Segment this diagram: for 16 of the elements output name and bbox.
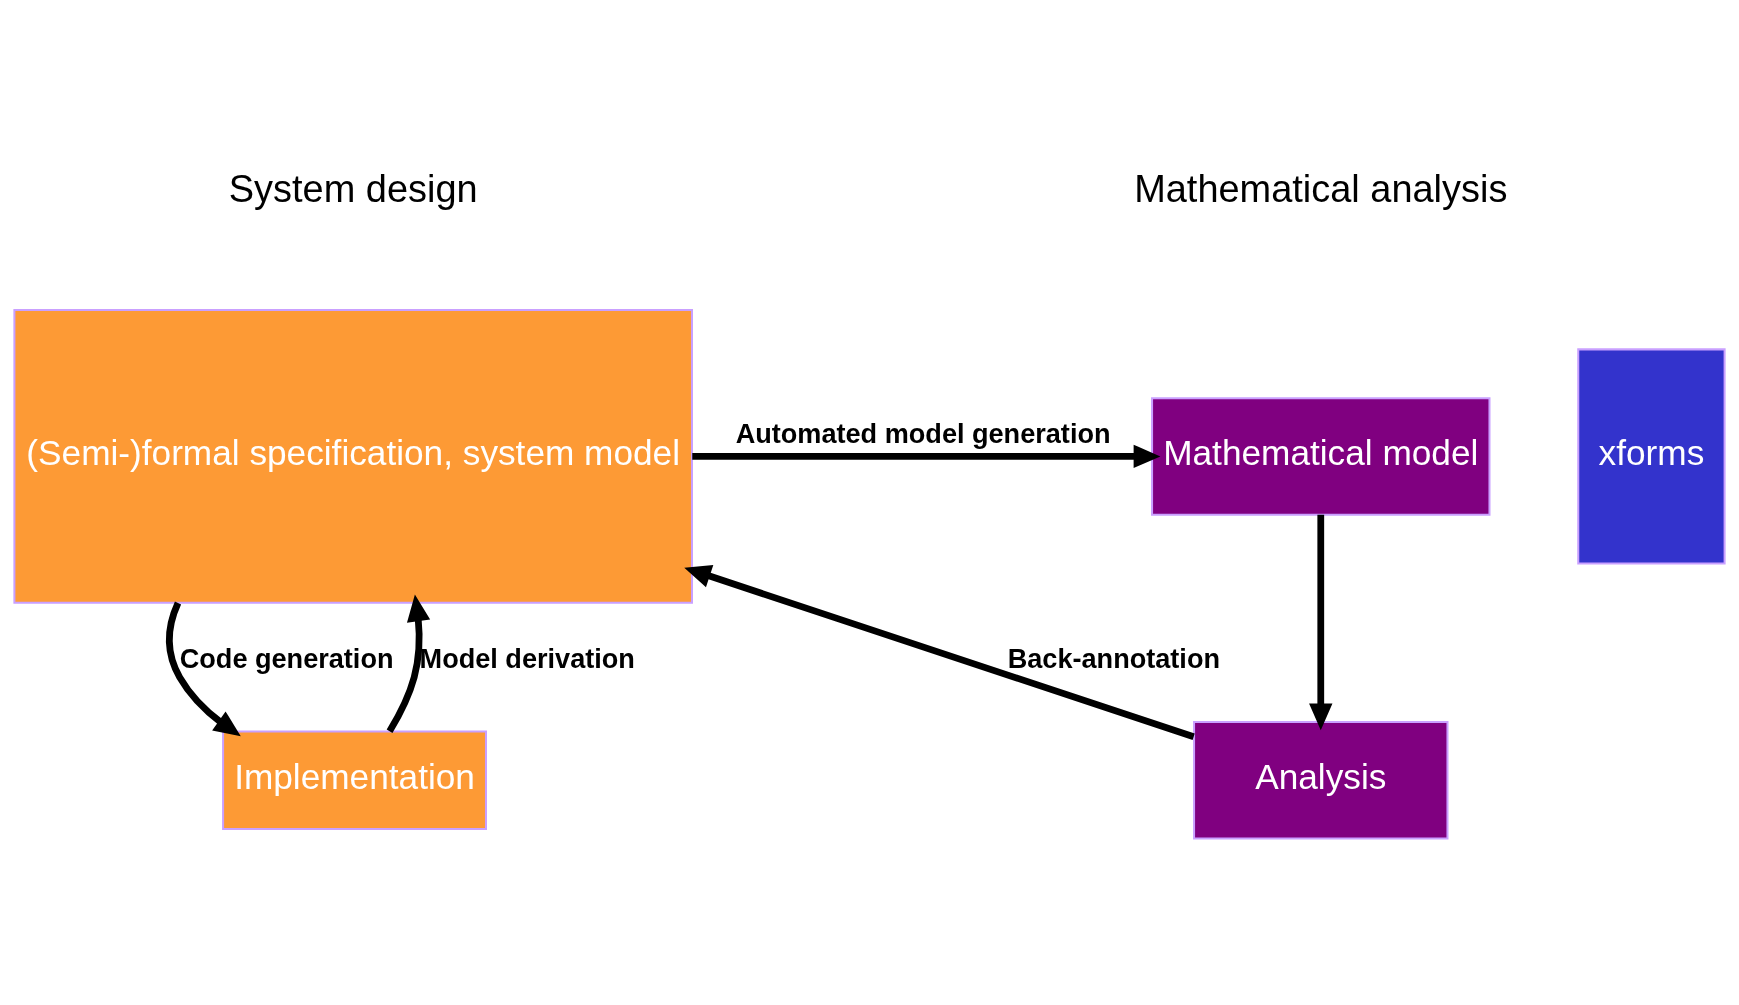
node-box: Analysis xyxy=(1193,721,1449,840)
node-box: (Semi-)formal specification, system model xyxy=(13,309,693,604)
edge-label: Back-annotation xyxy=(1007,642,1220,674)
edge-label: Code generation xyxy=(179,642,394,674)
arrow xyxy=(165,601,241,737)
label: Mathematical analysis xyxy=(1134,168,1508,211)
edge-label: Automated model generation xyxy=(735,417,1111,449)
node-box: Mathematical model xyxy=(1151,397,1491,516)
node-box: xforms xyxy=(1577,348,1726,565)
arrow xyxy=(386,594,431,733)
node-box: Implementation xyxy=(222,730,487,831)
edge-label: Model derivation xyxy=(419,642,635,674)
arrow xyxy=(684,565,1195,740)
arrow xyxy=(692,444,1161,469)
arrow xyxy=(1309,514,1333,731)
label: System design xyxy=(228,168,478,211)
